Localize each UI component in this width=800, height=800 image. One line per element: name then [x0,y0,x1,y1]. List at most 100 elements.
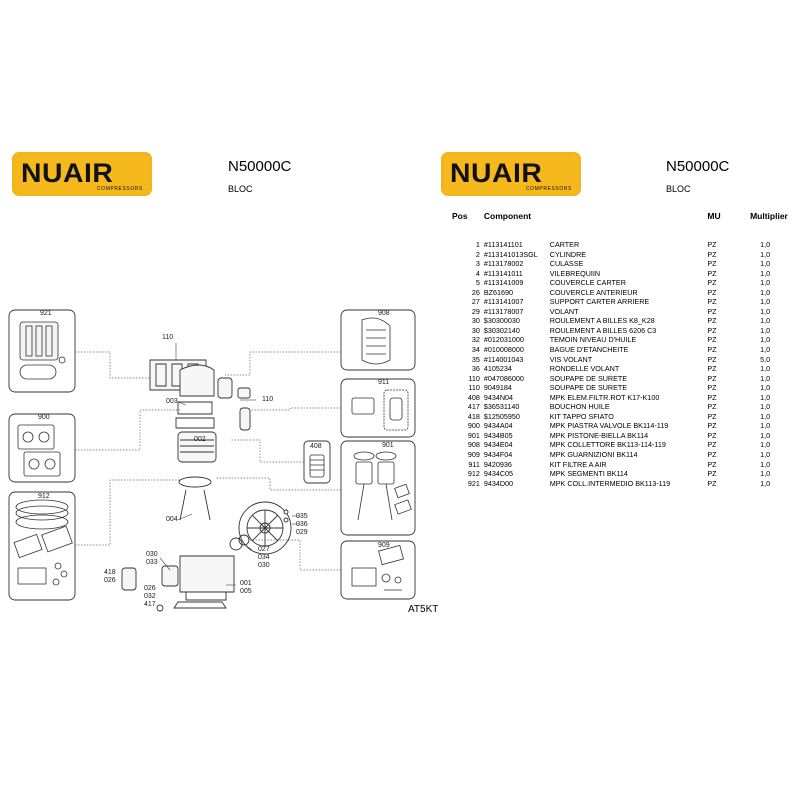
row-component-code: $30302140 [483,325,520,335]
row-mu: PZ [707,278,717,288]
row-mu: PZ [707,268,717,278]
callout-035: 035 [296,513,308,520]
callout-900: 900 [38,414,50,421]
row-multiplier: 1,0 [760,373,771,383]
row-pos: 418 [467,411,480,421]
row-multiplier: 1,0 [760,316,771,326]
row-pos: 909 [467,450,480,460]
kit-box-921 [8,309,76,393]
row-mu: PZ [707,249,717,259]
row-mu: PZ [707,383,717,393]
row-mu: PZ [707,440,717,450]
row-pos: 921 [467,478,480,488]
row-component-code: 9420936 [483,459,512,469]
row-component-code: #113141007 [483,297,524,307]
row-pos: 30 [471,316,480,326]
row-description: MPK PISTONE-BIELLA BK114 [549,430,649,440]
row-description: CULASSE [549,259,584,269]
header-mu: MU [707,211,721,221]
row-description: SOUPAPE DE SURETE [549,373,628,383]
row-mu: PZ [707,364,717,374]
row-component-code: 9434F04 [483,450,513,460]
row-description: TEMOIN NIVEAU D'HUILE [549,335,637,345]
logo-brand-text: NUAIR [21,158,114,188]
row-component-code: 9049184 [483,383,512,393]
callout-030: 030 [146,551,158,558]
row-component-code: $30300030 [483,316,520,326]
row-pos: 911 [468,459,480,469]
row-description: CARTER [549,240,580,249]
row-description: BAGUE D'ETANCHEITE [549,345,629,355]
row-component-code: $12505950 [483,411,520,421]
callout-036: 036 [296,521,308,528]
row-mu: PZ [707,402,717,412]
row-component-code: #114001043 [483,354,524,364]
row-description: VIS VOLANT [549,354,593,364]
row-pos: 27 [471,297,480,307]
row-component-code: #012031000 [483,335,524,345]
row-mu: PZ [707,306,717,316]
row-component-code: #113141011 [483,268,523,278]
subtitle-left: BLOC [228,184,253,194]
nuair-logo: NUAIR COMPRESSORS [441,152,581,196]
row-component-code: 9434A04 [483,421,513,431]
row-multiplier: 1,0 [760,469,771,479]
row-component-code: #113141009 [483,278,524,288]
row-description: SOUPAPE DE SURETE [549,383,628,393]
logo-brand-text: NUAIR [450,158,543,188]
row-pos: 1 [475,240,480,249]
logo-sub-text: COMPRESSORS [94,186,145,192]
row-component-code: #113141013SGL [483,249,538,259]
row-multiplier: 1,0 [760,306,771,316]
row-description: VILEBREQUIIN [549,268,601,278]
row-multiplier: 1,0 [760,392,771,402]
callout-026: 026 [144,585,156,592]
row-multiplier: 1,0 [760,297,771,307]
row-description: COUVERCLE ANTERIEUR [549,287,638,297]
row-component-code: 9434D00 [483,478,514,488]
row-multiplier: 1,0 [760,240,771,249]
row-description: MPK COLLETTORE BK113-114-119 [549,440,666,450]
row-multiplier: 1,0 [760,440,771,450]
row-multiplier: 1,0 [760,325,771,335]
row-mu: PZ [707,430,717,440]
row-pos: 110 [468,373,480,383]
callout-912: 912 [38,493,50,500]
row-description: RONDELLE VOLANT [549,364,620,374]
callout-911: 911 [378,379,390,386]
row-pos: 5 [475,278,480,288]
row-pos: 26 [471,287,480,297]
row-multiplier: 1,0 [760,335,771,345]
row-component-code: #010008000 [483,345,524,355]
subtitle-right: BLOC [666,184,691,194]
nuair-logo: NUAIR COMPRESSORS [12,152,152,196]
row-description: KIT FILTRE A AIR [549,459,607,469]
model-title-right: N50000C [666,158,730,175]
row-multiplier: 1,0 [760,249,771,259]
callout-002: 002 [194,436,206,443]
row-mu: PZ [707,478,717,488]
row-mu: PZ [707,316,717,326]
row-multiplier: 1,0 [760,268,771,278]
row-mu: PZ [707,421,717,431]
callout-408: 408 [310,443,322,450]
row-multiplier: 1,0 [760,430,771,440]
row-component-code: 4105234 [483,364,512,374]
callout-417: 417 [144,601,156,608]
row-multiplier: 1,0 [760,421,771,431]
row-mu: PZ [707,259,717,269]
row-mu: PZ [707,411,717,421]
row-component-code: #113141101 [483,240,523,249]
row-description: SUPPORT CARTER ARRIERE [549,297,650,307]
